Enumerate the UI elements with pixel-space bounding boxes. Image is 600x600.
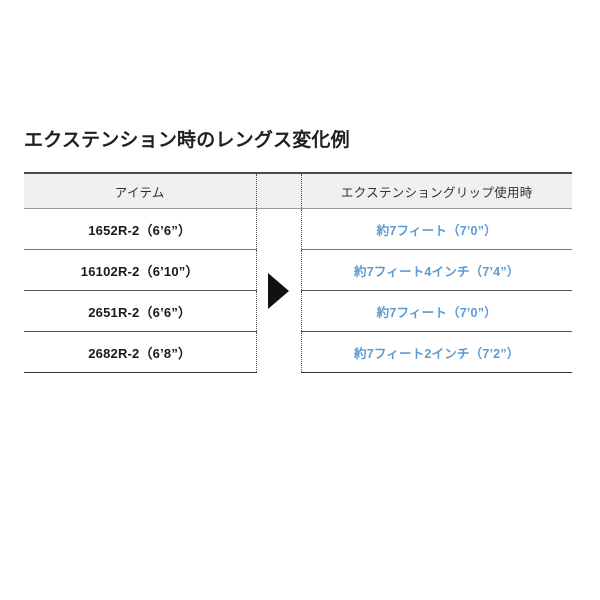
table-row: 2682R-2（6’8”） 約7フィート2インチ（7’2”） (24, 331, 572, 373)
column-header-result: エクステンショングリップ使用時 (301, 172, 572, 209)
length-change-table: アイテム エクステンショングリップ使用時 1652R-2（6’6”） 約7フィー… (24, 172, 572, 373)
cell-item: 2682R-2（6’8”） (24, 331, 256, 373)
column-header-gap (255, 172, 302, 209)
table-row: 1652R-2（6’6”） 約7フィート（7’0”） (24, 208, 572, 373)
cell-result: 約7フィート（7’0”） (301, 208, 572, 250)
page-title: エクステンション時のレングス変化例 (24, 130, 350, 151)
cell-item: 2651R-2（6’6”） (24, 290, 256, 332)
cell-item: 1652R-2（6’6”） (24, 208, 256, 250)
cell-result: 約7フィート4インチ（7’4”） (301, 249, 572, 291)
table-body: 1652R-2（6’6”） 約7フィート（7’0”） 16102R-2（6’10… (24, 208, 572, 373)
right-triangle-arrow-icon (257, 272, 301, 309)
cell-item: 16102R-2（6’10”） (24, 249, 256, 291)
column-header-item: アイテム (24, 172, 256, 209)
table-header: アイテム エクステンショングリップ使用時 (24, 172, 572, 209)
arrow-column (255, 208, 302, 373)
cell-result: 約7フィート2インチ（7’2”） (301, 331, 572, 373)
table-header-row: アイテム エクステンショングリップ使用時 (24, 172, 572, 209)
cell-result: 約7フィート（7’0”） (301, 290, 572, 332)
table-row: 16102R-2（6’10”） 約7フィート4インチ（7’4”） (24, 249, 572, 291)
table-row: 2651R-2（6’6”） 約7フィート（7’0”） (24, 290, 572, 332)
